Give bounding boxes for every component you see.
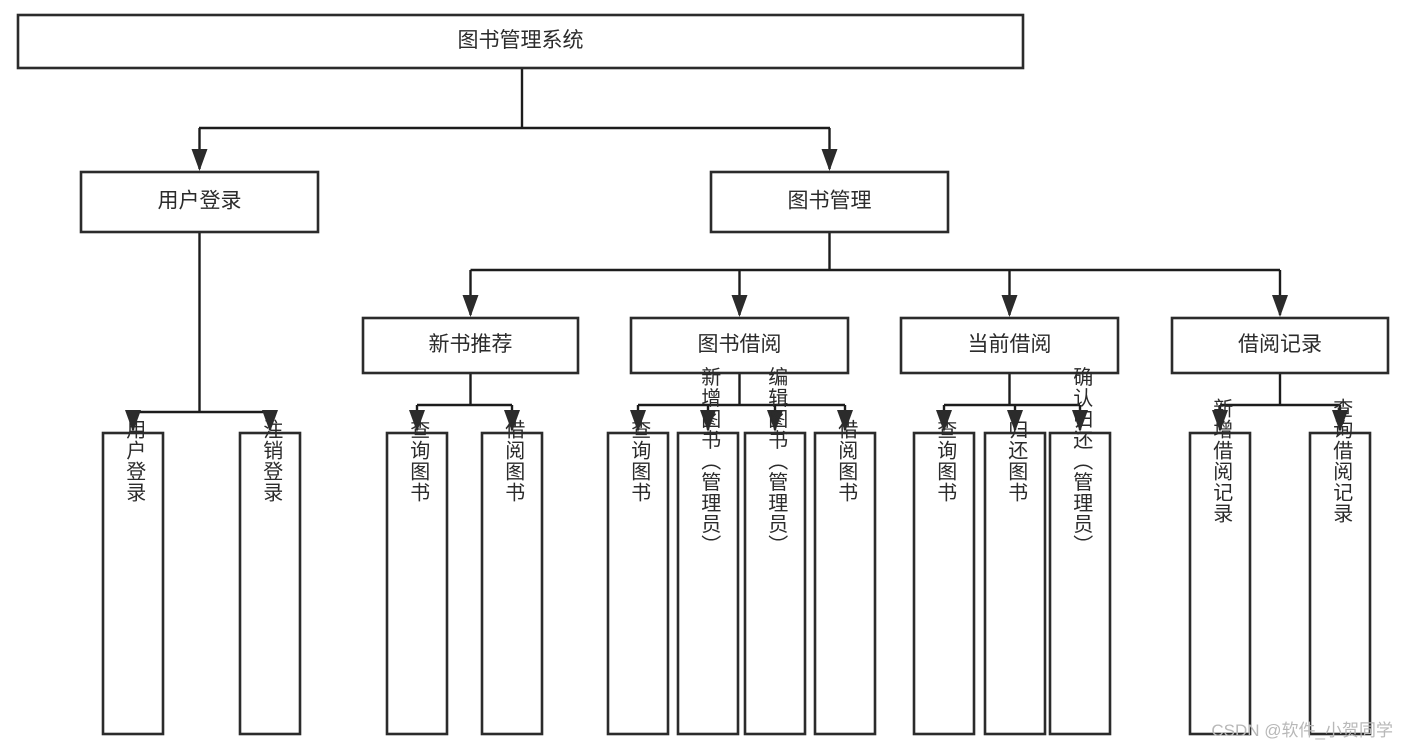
node-leaf-2-label: 查询图书 <box>407 419 430 503</box>
node-leaf-10[interactable]: 确认归还（管理员） <box>1048 366 1112 736</box>
node-root-system[interactable]: 图书管理系统 <box>16 13 1025 70</box>
arrow-down-icon <box>1072 410 1088 432</box>
node-level3-2-label: 当前借阅 <box>968 333 1052 356</box>
node-level2-0-box[interactable] <box>79 170 320 234</box>
node-leaf-8-label: 查询图书 <box>934 419 957 503</box>
node-leaf-4-box[interactable] <box>606 431 670 736</box>
node-leaf-7-box[interactable] <box>813 431 877 736</box>
node-leaf-8-box[interactable] <box>912 431 976 736</box>
node-level3-0-label: 新书推荐 <box>429 333 513 356</box>
node-leaf-4[interactable]: 查询图书 <box>606 419 670 736</box>
arrow-down-icon <box>1212 410 1228 432</box>
node-level2-1[interactable]: 图书管理 <box>709 170 950 234</box>
node-level3-2[interactable]: 当前借阅 <box>899 316 1120 375</box>
arrow-down-icon <box>1272 295 1288 317</box>
node-leaf-10-box[interactable] <box>1048 431 1112 736</box>
node-level3-3-box[interactable] <box>1170 316 1390 375</box>
arrow-down-icon <box>1332 410 1348 432</box>
node-leaf-7-label: 借阅图书 <box>835 419 858 503</box>
node-layer: 图书管理系统用户登录图书管理新书推荐图书借阅当前借阅借阅记录用户登录注销登录查询… <box>16 13 1390 736</box>
node-level3-3-label: 借阅记录 <box>1238 333 1322 356</box>
node-leaf-3-label: 借阅图书 <box>502 419 525 503</box>
node-level3-1-label: 图书借阅 <box>698 333 782 356</box>
node-level2-0[interactable]: 用户登录 <box>79 170 320 234</box>
arrow-down-icon <box>191 149 208 171</box>
node-leaf-9[interactable]: 归还图书 <box>983 419 1047 736</box>
node-level3-2-box[interactable] <box>899 316 1120 375</box>
node-leaf-1-box[interactable] <box>238 431 302 736</box>
node-leaf-3[interactable]: 借阅图书 <box>480 419 544 736</box>
node-leaf-2[interactable]: 查询图书 <box>385 419 449 736</box>
arrow-down-icon <box>767 410 783 432</box>
node-level3-3[interactable]: 借阅记录 <box>1170 316 1390 375</box>
arrow-down-icon <box>731 295 748 317</box>
node-leaf-11[interactable]: 新增借阅记录 <box>1188 398 1252 736</box>
node-leaf-12-label: 查询借阅记录 <box>1330 398 1353 524</box>
node-level2-1-label: 图书管理 <box>788 190 872 213</box>
arrow-down-icon <box>1001 295 1018 317</box>
node-root-system-label: 图书管理系统 <box>458 29 584 52</box>
arrow-down-icon <box>630 410 646 432</box>
arrow-down-icon <box>700 410 716 432</box>
node-leaf-0[interactable]: 用户登录 <box>101 419 165 736</box>
node-leaf-6-box[interactable] <box>743 431 807 736</box>
arrow-down-icon <box>1007 410 1023 432</box>
node-root-system-box[interactable] <box>16 13 1025 70</box>
node-leaf-1[interactable]: 注销登录 <box>238 419 302 736</box>
node-level3-0[interactable]: 新书推荐 <box>361 316 580 375</box>
arrow-down-icon <box>262 410 278 432</box>
node-leaf-1-label: 注销登录 <box>260 419 283 503</box>
node-leaf-6-label: 编辑图书（管理员） <box>765 366 788 555</box>
node-leaf-5-label: 新增图书（管理员） <box>698 366 721 555</box>
node-leaf-10-label: 确认归还（管理员） <box>1070 366 1093 555</box>
arrow-down-icon <box>462 295 479 317</box>
arrow-down-icon <box>936 410 952 432</box>
arrow-down-icon <box>409 410 425 432</box>
node-leaf-5[interactable]: 新增图书（管理员） <box>676 366 740 736</box>
connector-layer <box>125 68 1348 432</box>
node-leaf-12[interactable]: 查询借阅记录 <box>1308 398 1372 736</box>
arrow-down-icon <box>837 410 853 432</box>
node-level3-0-box[interactable] <box>361 316 580 375</box>
node-leaf-9-box[interactable] <box>983 431 1047 736</box>
node-leaf-3-box[interactable] <box>480 431 544 736</box>
node-leaf-11-label: 新增借阅记录 <box>1210 398 1233 524</box>
node-leaf-9-label: 归还图书 <box>1005 419 1028 503</box>
node-leaf-6[interactable]: 编辑图书（管理员） <box>743 366 807 736</box>
arrow-down-icon <box>504 410 520 432</box>
arrow-down-icon <box>821 149 838 171</box>
node-leaf-7[interactable]: 借阅图书 <box>813 419 877 736</box>
node-level3-1-box[interactable] <box>629 316 850 375</box>
node-level3-1[interactable]: 图书借阅 <box>629 316 850 375</box>
node-leaf-0-label: 用户登录 <box>123 419 146 503</box>
node-leaf-5-box[interactable] <box>676 431 740 736</box>
node-level2-1-box[interactable] <box>709 170 950 234</box>
node-leaf-8[interactable]: 查询图书 <box>912 419 976 736</box>
node-leaf-12-box[interactable] <box>1308 431 1372 736</box>
node-level2-0-label: 用户登录 <box>158 190 242 213</box>
arrow-down-icon <box>125 410 141 432</box>
node-leaf-11-box[interactable] <box>1188 431 1252 736</box>
node-leaf-0-box[interactable] <box>101 431 165 736</box>
node-leaf-4-label: 查询图书 <box>628 419 651 503</box>
node-leaf-2-box[interactable] <box>385 431 449 736</box>
